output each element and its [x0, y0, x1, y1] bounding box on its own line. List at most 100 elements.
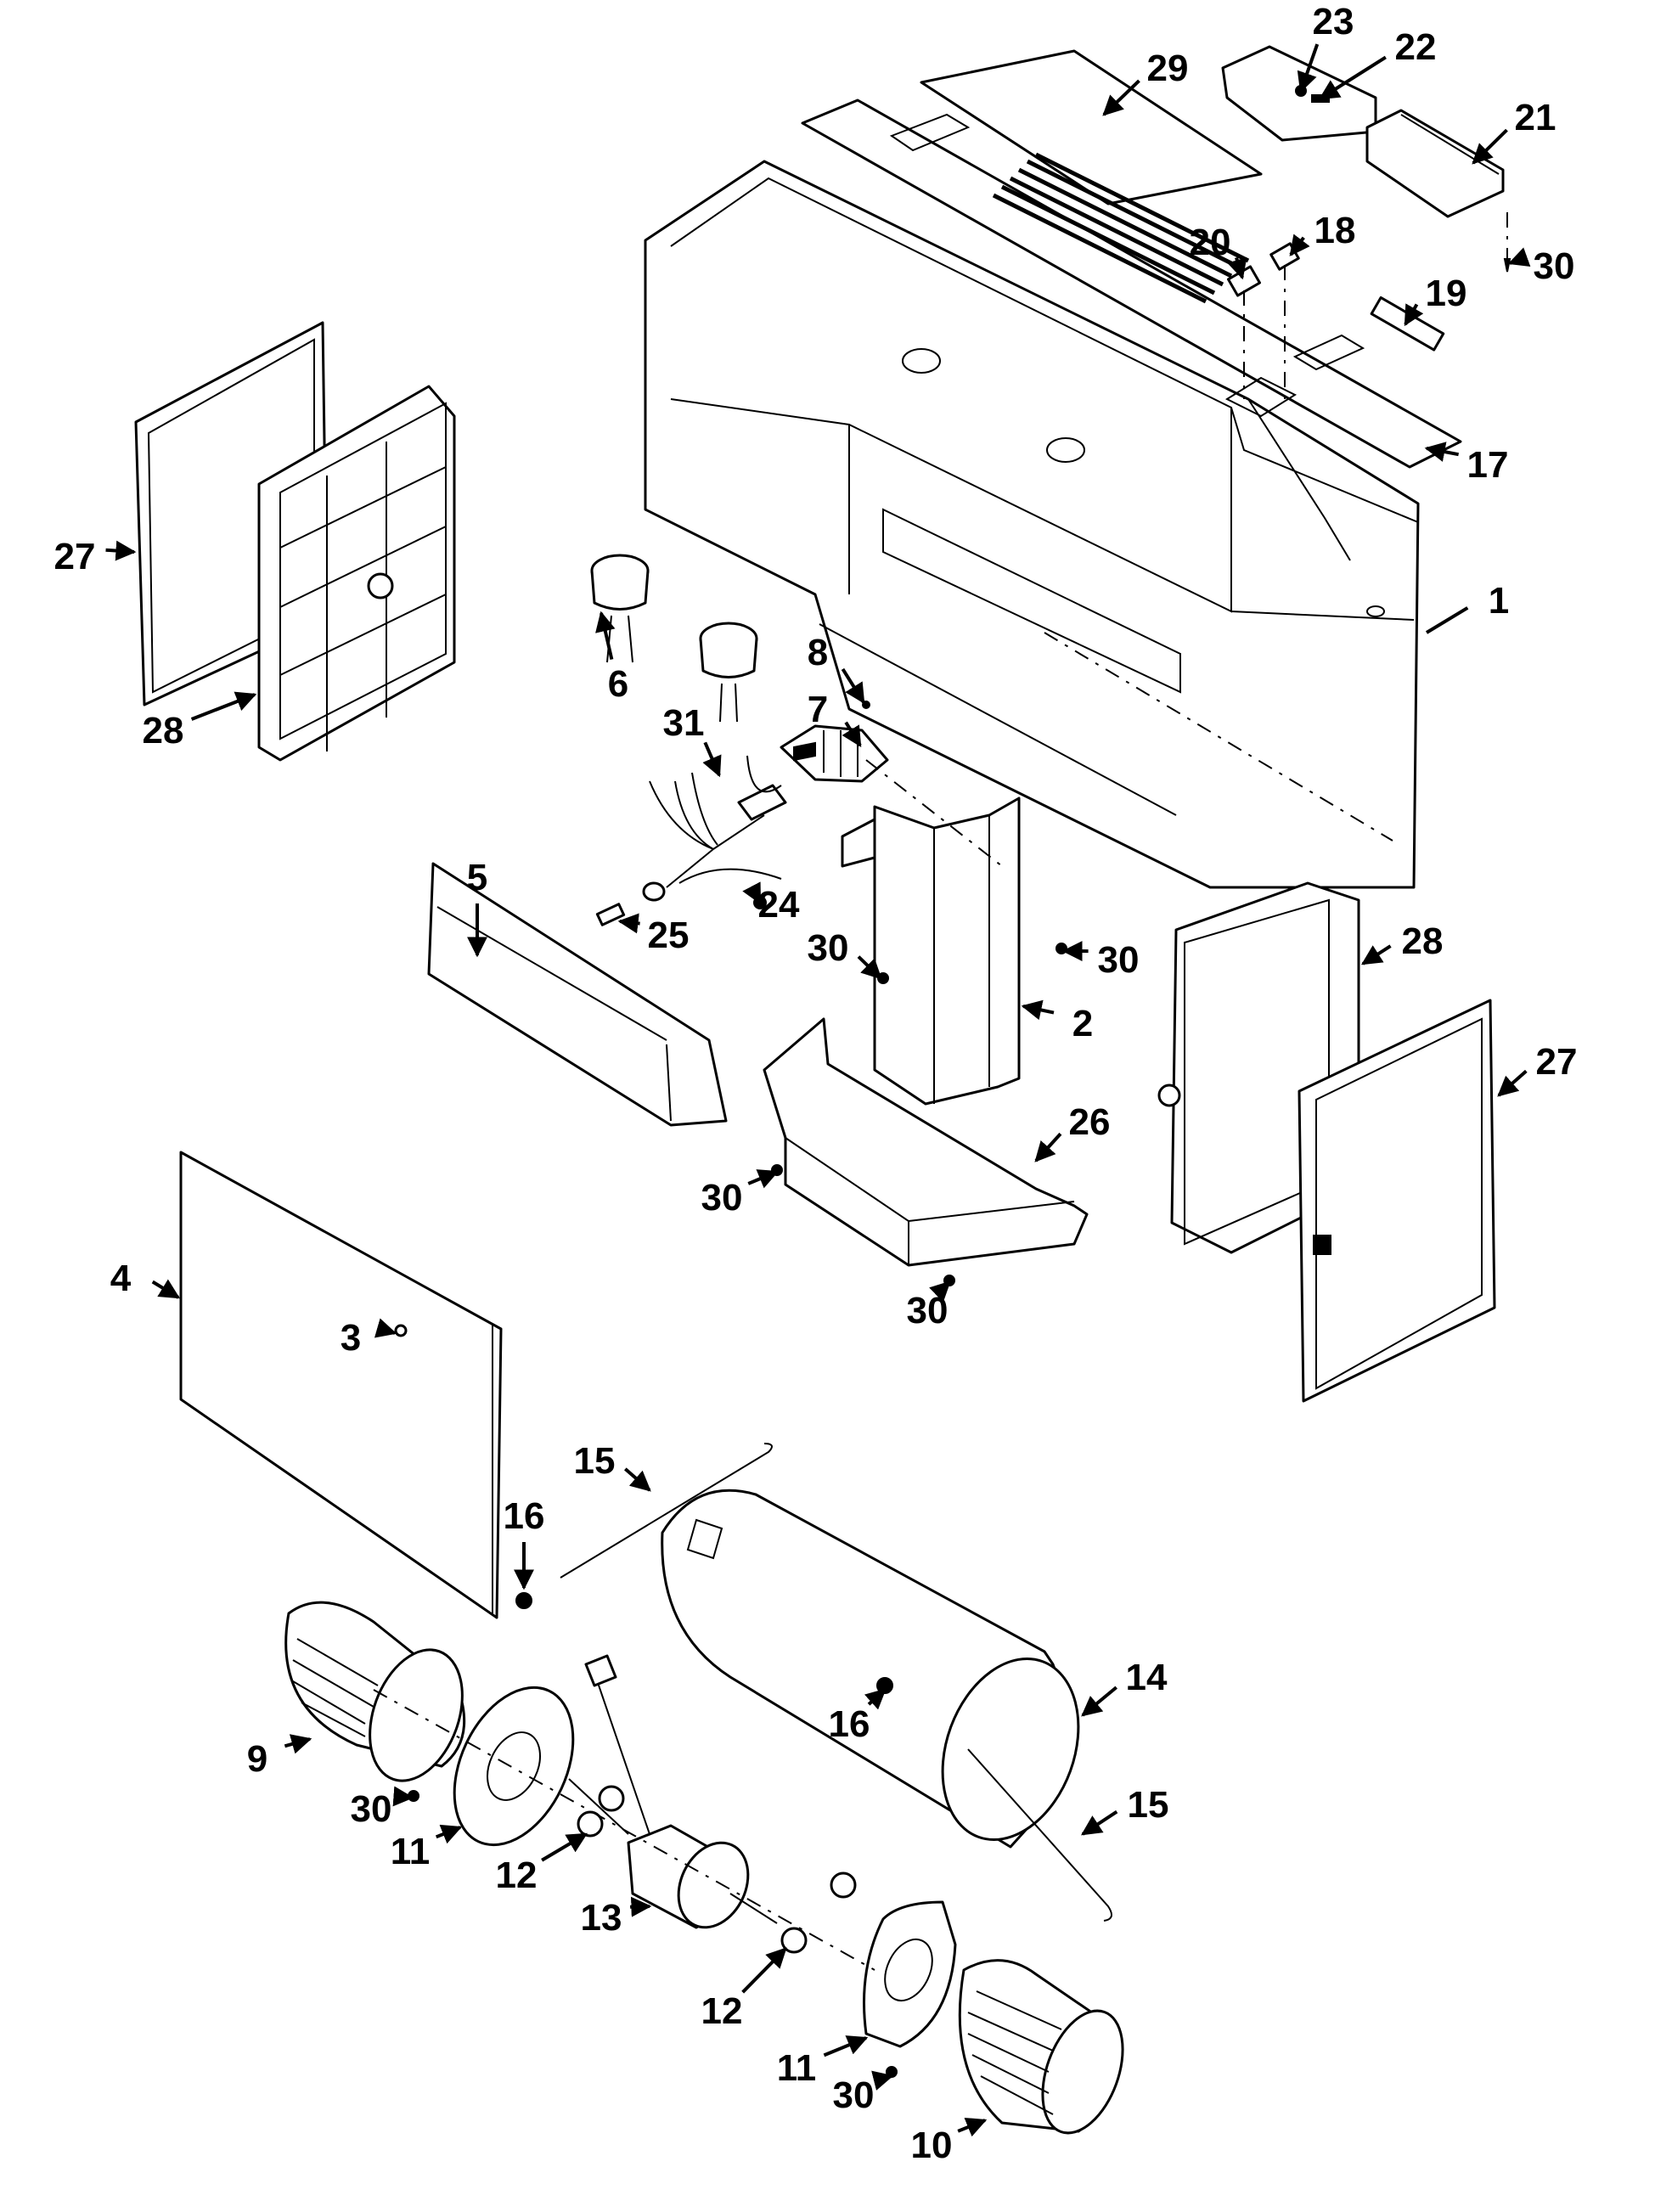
part-number-label: 26: [1069, 1101, 1111, 1143]
part-number-label: 16: [504, 1495, 545, 1537]
nut: [515, 1592, 532, 1609]
part-number-label: 7: [808, 689, 828, 730]
callout-screw: 30: [701, 1169, 780, 1219]
leader-arrow: [1507, 247, 1531, 267]
grommet: [598, 1785, 625, 1812]
filter-frame-left: [257, 385, 456, 762]
leader-arrow: [742, 881, 762, 905]
leader-arrow: [864, 1688, 887, 1710]
leader-arrow: [105, 540, 137, 561]
leader-arrow: [284, 1734, 312, 1754]
duct-bracket: [841, 796, 1021, 1106]
callout-rear-panel: 4: [110, 1258, 181, 1299]
leader-arrow: [392, 1786, 414, 1807]
control-panel: [801, 98, 1462, 469]
leader-arrow: [1318, 55, 1387, 100]
motor-mount-plate: [453, 1686, 575, 1847]
callout-motor: 13: [581, 1896, 652, 1939]
wire-nut: [642, 881, 666, 902]
part-number-label: 30: [907, 1290, 949, 1331]
vent-grille: [992, 152, 1250, 304]
terminal-screw: [862, 701, 870, 709]
part-number-label: 17: [1467, 444, 1509, 486]
part-number-label: 30: [701, 1177, 743, 1219]
callout-screw: 30: [833, 2070, 894, 2116]
front-light-panel: [427, 862, 728, 1127]
callout-front-light-panel: 5: [467, 857, 487, 958]
callout-panel-screw: 3: [341, 1317, 397, 1359]
callout-motor-mount-plate: 11: [777, 2035, 869, 2089]
leader-arrow: [1081, 1686, 1117, 1717]
part-number-label: 30: [351, 1788, 392, 1830]
callout-duct-bracket: 2: [1021, 999, 1093, 1044]
part-number-label: 20: [1190, 222, 1231, 263]
part-number-label: 28: [143, 710, 184, 751]
callout-screw: 30: [351, 1786, 414, 1830]
leader-arrow: [1102, 79, 1140, 116]
motor-mount-plate: [863, 1900, 957, 2048]
part-number-label: 31: [663, 702, 705, 744]
hood-housing: [644, 160, 1420, 889]
lamp-sockets: [590, 554, 758, 723]
part-number-label: 25: [648, 915, 690, 956]
callout-terminal-block: 7: [808, 689, 862, 748]
part-number-label: 12: [701, 1990, 743, 2032]
leader-arrow: [1404, 303, 1424, 327]
screw: [1503, 258, 1511, 273]
callout-damper-duct-connector: 21: [1472, 97, 1556, 165]
leader-arrow: [541, 1832, 588, 1862]
grommet: [780, 1927, 808, 1954]
callout-screw: 30: [1507, 245, 1574, 287]
part-number-label: 3: [341, 1317, 361, 1359]
blower-shelf: [763, 1017, 1089, 1267]
leader-arrow: [624, 1467, 651, 1492]
callout-speed-switch: 19: [1404, 273, 1467, 327]
part-number-label: 5: [467, 857, 487, 898]
callout-screw: 30: [907, 1280, 951, 1331]
leader-arrow: [1425, 606, 1469, 634]
part-number-label: 4: [110, 1258, 132, 1299]
callout-filter-left: 27: [54, 536, 137, 577]
callout-blower-shelf: 26: [1034, 1101, 1111, 1162]
part-number-label: 19: [1426, 273, 1467, 314]
leader-arrow: [595, 611, 616, 661]
callout-control-panel: 17: [1424, 442, 1509, 486]
callout-damper-pin: 23: [1297, 1, 1354, 93]
callout-ground-screw: 24: [742, 881, 800, 926]
part-number-label: 11: [777, 2047, 817, 2089]
blower-wheel-right: [958, 1959, 1124, 2135]
leader-arrow: [435, 1824, 463, 1844]
callout-nut: 16: [504, 1495, 545, 1590]
part-number-label: 18: [1314, 210, 1356, 251]
grommet: [577, 1810, 604, 1838]
tie-rod: [560, 1443, 773, 1579]
callout-blower-wheel-right: 10: [911, 2117, 988, 2166]
leader-arrow: [1289, 234, 1310, 256]
part-number-label: 1: [1489, 580, 1509, 622]
part-number-label: 15: [574, 1440, 616, 1482]
part-number-label: 29: [1147, 48, 1189, 89]
part-number-label: 23: [1313, 1, 1354, 42]
callout-hood-housing: 1: [1425, 580, 1509, 634]
leader-arrow: [1472, 128, 1508, 165]
leader-arrow: [823, 2035, 869, 2057]
leader-arrow: [1424, 442, 1460, 462]
terminal-block: [780, 724, 889, 783]
part-number-label: 28: [1402, 920, 1444, 962]
leader-arrow: [1021, 999, 1055, 1021]
leader-arrow: [1080, 1810, 1118, 1836]
callout-connector: 25: [617, 913, 690, 956]
leader-arrow: [842, 721, 862, 748]
callout-switch: 20: [1190, 222, 1247, 280]
part-number-label: 10: [911, 2125, 953, 2166]
part-number-label: 27: [1536, 1041, 1578, 1083]
part-number-label: 14: [1126, 1657, 1168, 1698]
callout-grommet: 12: [496, 1832, 588, 1896]
leader-arrow: [151, 1279, 181, 1299]
filter-right: [1298, 999, 1496, 1403]
part-number-label: 30: [1098, 939, 1140, 981]
leader-arrow: [617, 913, 640, 934]
callout-screw: 30: [808, 927, 882, 980]
